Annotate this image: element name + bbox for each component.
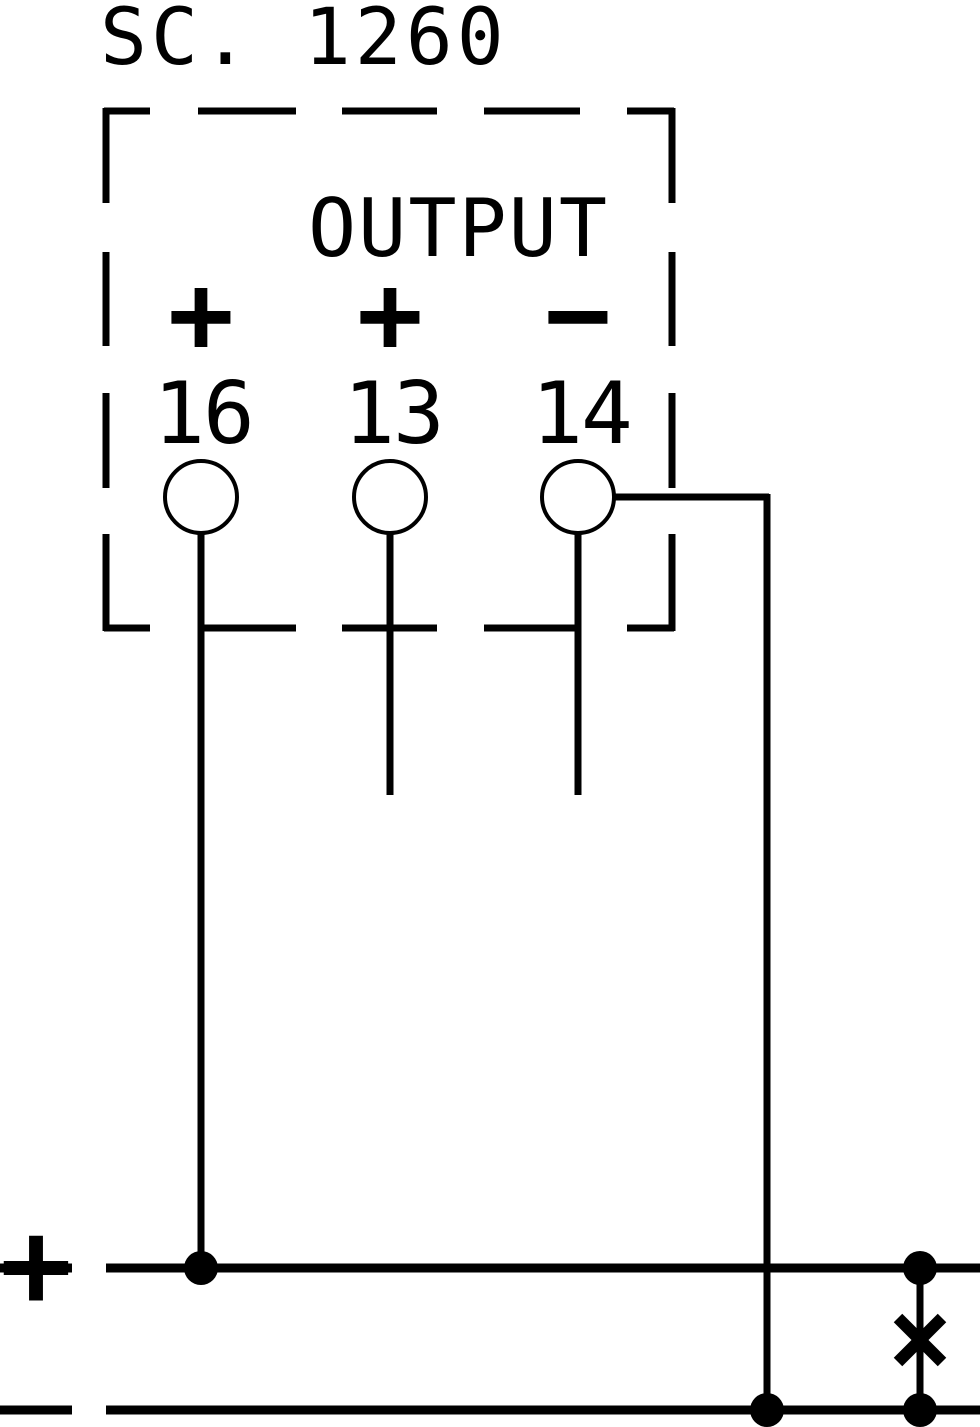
junctions <box>184 1251 937 1427</box>
device-title: SC. 1260 <box>100 0 508 83</box>
terminal-2-number: 13 <box>343 364 443 464</box>
terminal-3-polarity: − <box>545 250 611 378</box>
junction-dot <box>184 1251 218 1285</box>
junction-dot <box>903 1393 937 1427</box>
supply-buses <box>0 1263 980 1415</box>
terminals <box>163 459 616 535</box>
cross-marker <box>893 1313 947 1367</box>
terminal-3-number: 14 <box>531 364 631 464</box>
terminal-1-number: 16 <box>153 364 253 464</box>
positive-supply-symbol: + <box>0 1196 72 1335</box>
output-label: OUTPUT <box>308 182 609 275</box>
terminal-1-polarity: + <box>168 250 234 378</box>
terminal-2-polarity: + <box>357 250 423 378</box>
junction-dot <box>750 1393 784 1427</box>
junction-dot <box>903 1251 937 1285</box>
device-enclosure <box>102 107 676 632</box>
terminal-3-circle <box>540 459 616 535</box>
terminal-1-circle <box>163 459 239 535</box>
wires <box>197 493 924 1410</box>
terminal-2-circle <box>352 459 428 535</box>
